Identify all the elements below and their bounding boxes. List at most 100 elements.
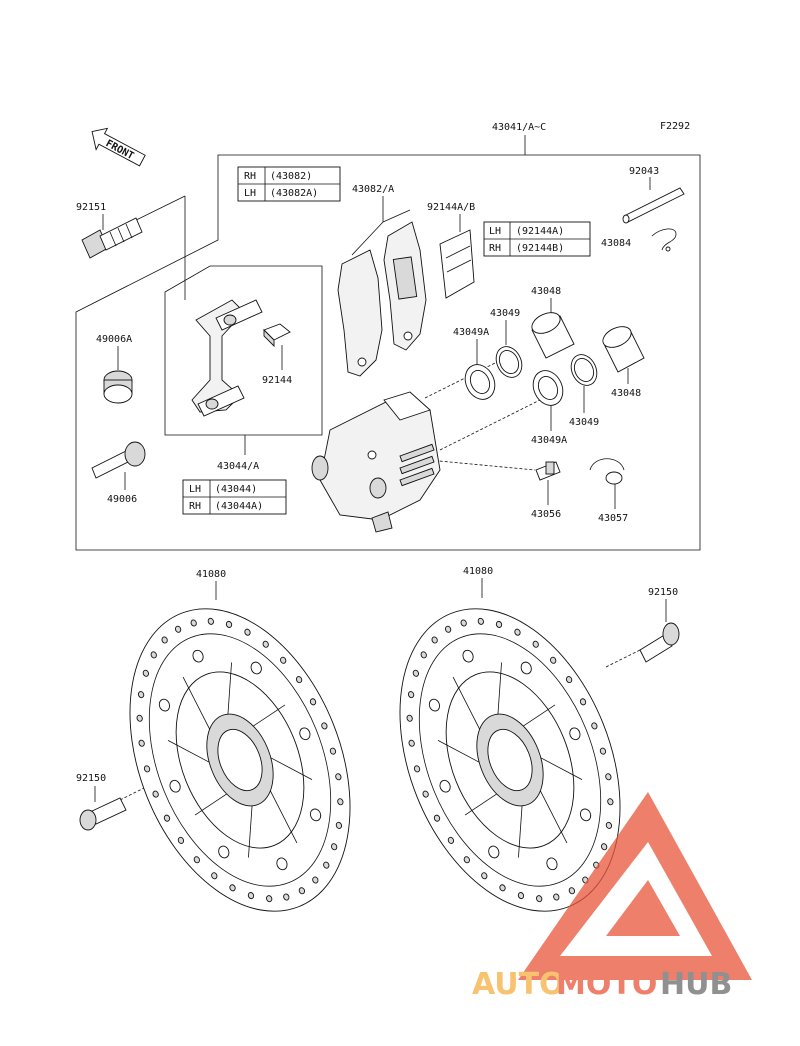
piston-43048-top xyxy=(531,312,575,359)
pin-92043 xyxy=(622,187,685,224)
shims-table: LH (92144A) RH (92144B) xyxy=(483,221,591,257)
disc-rivet xyxy=(218,845,230,859)
disc-vent-hole xyxy=(337,798,344,806)
disc-vent-hole xyxy=(298,887,306,895)
disc-vent-hole xyxy=(161,636,168,644)
disc-vent-hole xyxy=(335,773,342,781)
disc-vent-hole xyxy=(565,676,573,684)
bracket-43044 xyxy=(191,299,263,417)
disc-rivet xyxy=(299,727,311,741)
disc-vent-hole xyxy=(568,887,576,895)
disc-vent-hole xyxy=(420,651,427,659)
disc-rivet xyxy=(569,727,581,741)
label-92144ab: 92144A/B xyxy=(427,202,475,213)
label-43049a-top: 43049A xyxy=(453,327,489,338)
pad-43082-inner xyxy=(383,221,427,351)
disc-rivet xyxy=(579,808,592,822)
disc-vent-hole xyxy=(412,669,419,677)
disc-vent-hole xyxy=(406,714,413,722)
pads-table: RH (43082) LH (43082A) xyxy=(237,166,341,202)
disc-rivet xyxy=(158,698,171,712)
disc-vent-hole xyxy=(177,836,185,844)
seal-43049a-bottom xyxy=(532,370,564,406)
disc-vent-hole xyxy=(579,698,587,706)
piston-43048-right xyxy=(602,326,645,373)
disc-vent-hole xyxy=(152,790,159,798)
disc-vent-hole xyxy=(460,619,467,627)
disc-vent-hole xyxy=(312,876,319,884)
label-43049-top: 43049 xyxy=(490,308,520,319)
disc-vent-hole xyxy=(422,790,429,798)
svg-text:LH: LH xyxy=(189,484,201,495)
disc-rivet xyxy=(428,698,441,712)
label-41080-left: 41080 xyxy=(196,569,226,580)
disc-vent-hole xyxy=(447,836,455,844)
shim-92144ab xyxy=(439,229,475,299)
disc-rivet xyxy=(462,649,474,663)
disc-vent-hole xyxy=(495,620,503,628)
disc-vent-hole xyxy=(329,747,337,755)
disc-vent-hole xyxy=(407,691,415,699)
disc-vent-hole xyxy=(309,698,317,706)
caliper-body xyxy=(311,391,441,533)
disc-spoke xyxy=(518,805,523,858)
disc-spoke xyxy=(194,793,227,816)
disc-spoke xyxy=(523,704,556,727)
disc-spoke xyxy=(248,805,253,858)
disc-spoke xyxy=(182,676,210,730)
bracket-table: LH (43044) RH (43044A) xyxy=(182,479,287,515)
diagram-code: F2292 xyxy=(660,121,690,132)
pad-43082-outer xyxy=(337,249,383,377)
disc-vent-hole xyxy=(477,617,484,625)
disc-spoke xyxy=(227,662,232,715)
svg-text:(43082): (43082) xyxy=(270,171,312,182)
label-43082: 43082/A xyxy=(352,184,394,195)
label-92150-left: 92150 xyxy=(76,773,106,784)
disc-vent-hole xyxy=(211,872,218,880)
disc-rivet xyxy=(169,779,181,793)
disc-rivet xyxy=(276,857,288,871)
disc-vent-hole xyxy=(163,814,171,822)
disc-41080-right xyxy=(399,608,621,912)
label-92150-right: 92150 xyxy=(648,587,678,598)
disc-rivet xyxy=(439,779,451,793)
disc-vent-hole xyxy=(137,691,145,699)
disc-rivet xyxy=(192,649,204,663)
disc-vent-hole xyxy=(323,861,330,869)
label-92151: 92151 xyxy=(76,202,106,213)
svg-text:LH: LH xyxy=(489,226,501,237)
disc-vent-hole xyxy=(244,628,251,636)
disc-spoke xyxy=(167,739,210,763)
svg-text:RH: RH xyxy=(244,171,256,182)
disc-spoke xyxy=(437,739,480,763)
disc-spoke xyxy=(464,793,497,816)
seal-43049a-top xyxy=(464,364,496,400)
leader-lines xyxy=(94,177,667,802)
disc-spoke xyxy=(253,704,286,727)
disc-vent-hole xyxy=(444,625,452,633)
disc-vent-hole xyxy=(138,739,145,747)
disc-vent-hole xyxy=(225,620,233,628)
disc-vent-hole xyxy=(229,884,236,892)
disc-vent-hole xyxy=(335,821,343,829)
disc-vent-hole xyxy=(591,722,598,730)
disc-vent-hole xyxy=(431,636,438,644)
disc-rivet xyxy=(546,857,558,871)
disc-vent-hole xyxy=(514,628,521,636)
svg-text:LH: LH xyxy=(244,188,256,199)
label-92043: 92043 xyxy=(629,166,659,177)
disc-spoke xyxy=(270,757,313,781)
seal-43049-bottom xyxy=(570,354,598,386)
svg-text:RH: RH xyxy=(189,501,201,512)
disc-vent-hole xyxy=(136,714,143,722)
watermark-logo: AUTO MOTO HUB xyxy=(472,792,752,1002)
clip-43084 xyxy=(651,228,677,251)
disc-vent-hole xyxy=(247,892,255,900)
disc-vent-hole xyxy=(143,765,151,773)
disc-vent-hole xyxy=(207,617,214,625)
clip-92144 xyxy=(263,323,291,348)
disc-vent-hole xyxy=(553,893,560,901)
disc-vent-hole xyxy=(193,856,200,864)
label-43048-top: 43048 xyxy=(531,286,561,297)
